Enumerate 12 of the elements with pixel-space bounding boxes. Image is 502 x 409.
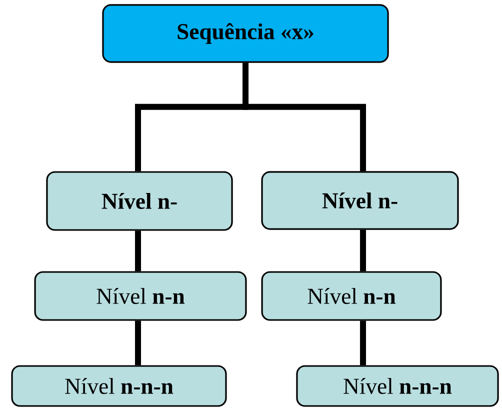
connector-line (360, 320, 366, 366)
level-box: Nível n-n-n (11, 365, 227, 407)
level-box: Nível n- (46, 171, 233, 231)
connector-line (135, 320, 141, 366)
level-box: Nível n-n (261, 271, 442, 321)
connector-line (360, 230, 366, 272)
connector-line (242, 62, 366, 172)
title-box: Sequência «x» (102, 4, 389, 63)
level-box: Nível n-n-n (296, 365, 499, 407)
level-box: Nível n- (261, 171, 459, 230)
level-box: Nível n-n (34, 271, 247, 321)
connector-line (135, 230, 141, 272)
